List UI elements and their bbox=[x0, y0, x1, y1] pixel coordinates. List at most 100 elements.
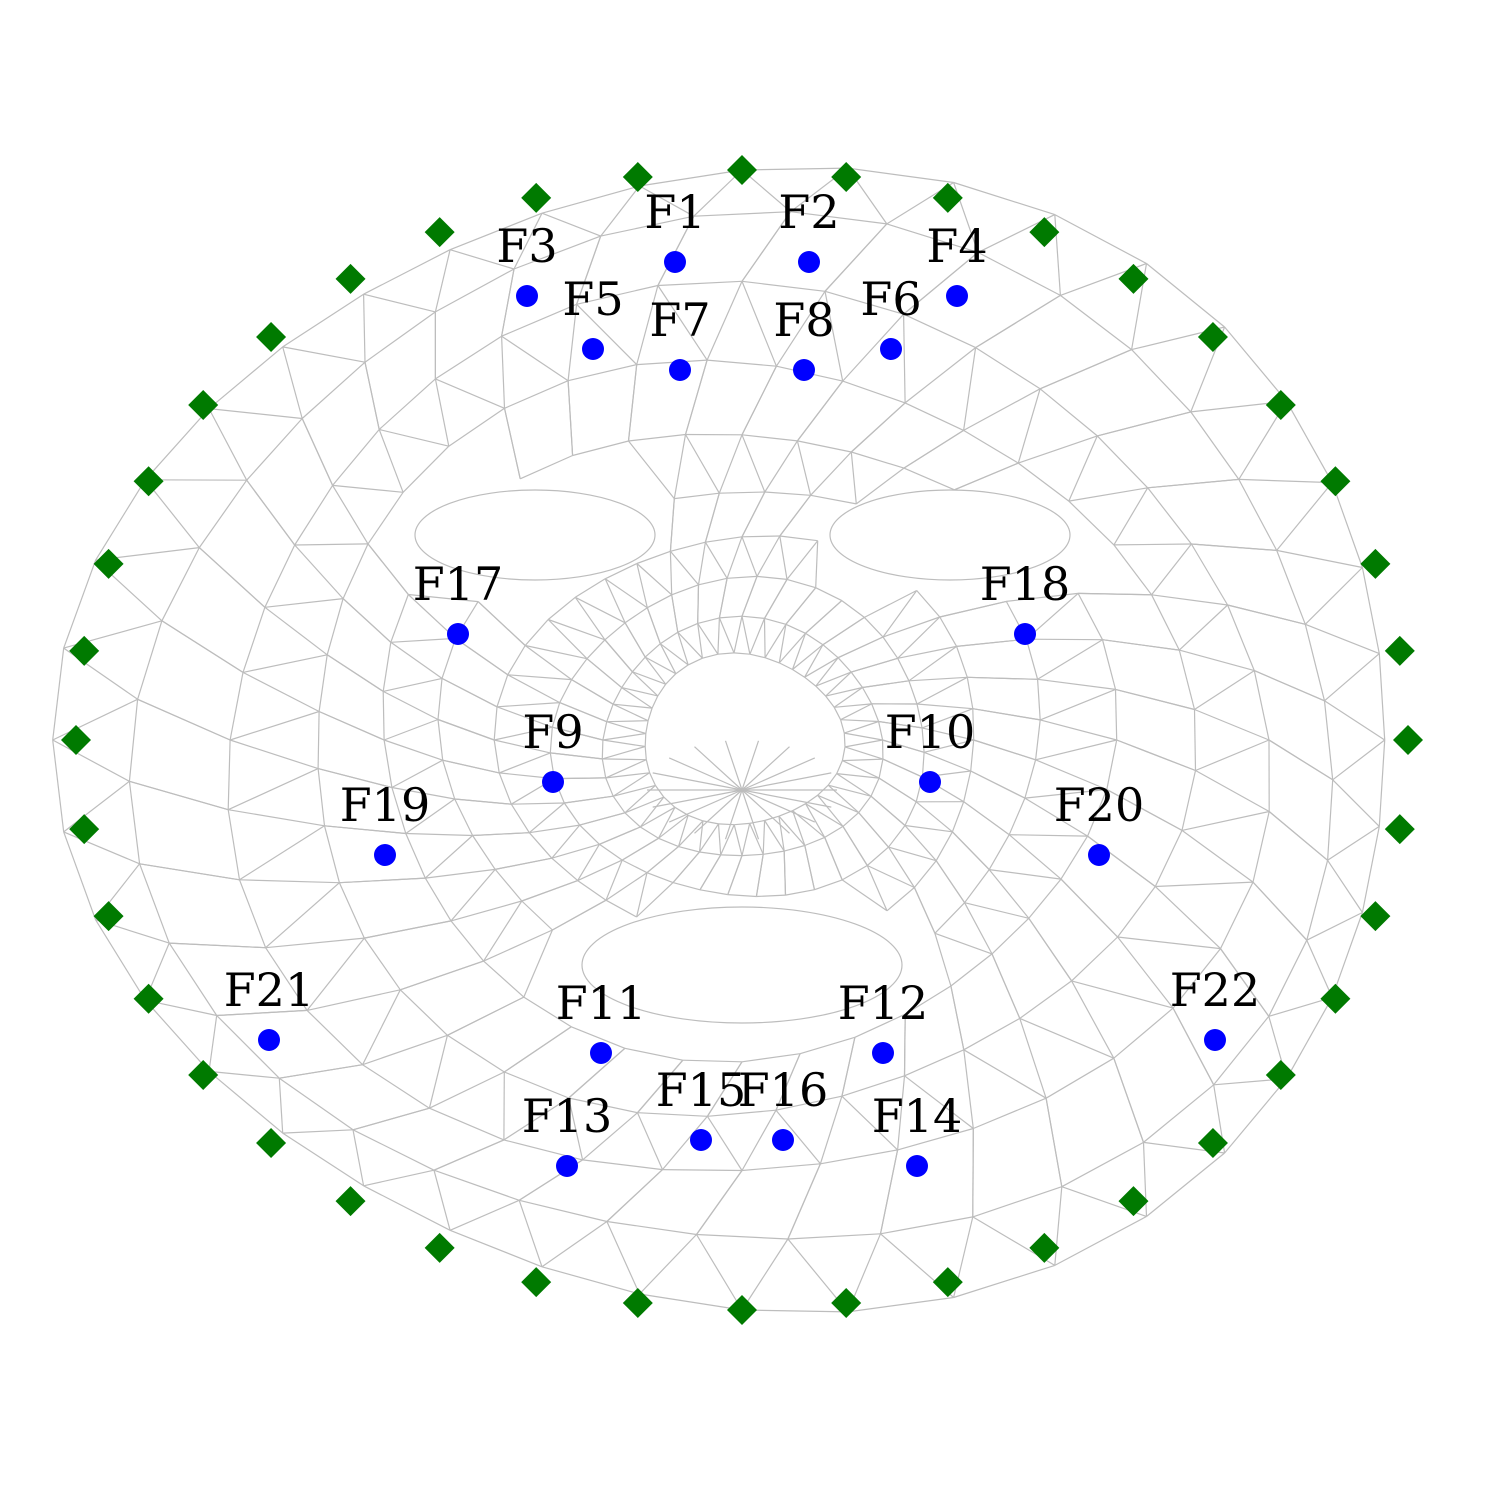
mesh-edge bbox=[621, 687, 653, 709]
mesh-edge bbox=[897, 1075, 906, 1150]
mesh-edge bbox=[649, 772, 656, 786]
mesh-edge bbox=[306, 989, 401, 1011]
mesh-edge bbox=[836, 773, 872, 797]
mesh-edge bbox=[882, 590, 918, 638]
mesh-edge bbox=[674, 806, 689, 816]
mesh-edge bbox=[1024, 797, 1088, 837]
mesh-edge bbox=[784, 844, 805, 852]
mesh-edge bbox=[677, 632, 689, 666]
mesh-edge bbox=[855, 467, 905, 505]
mesh-edge bbox=[586, 639, 606, 660]
boundary-node-marker bbox=[521, 182, 552, 213]
mesh-edge bbox=[707, 1109, 777, 1117]
mesh-edge bbox=[841, 746, 846, 761]
mesh-edge bbox=[670, 541, 706, 552]
mesh-edge bbox=[1101, 639, 1117, 690]
mesh-edge bbox=[318, 710, 385, 741]
mesh-edge bbox=[1054, 214, 1061, 296]
boundary-node-marker bbox=[256, 321, 287, 352]
mesh-edge bbox=[657, 807, 676, 839]
mesh-edge bbox=[651, 695, 659, 709]
mesh-edge bbox=[828, 784, 872, 797]
sensor-marker-f9 bbox=[542, 771, 564, 793]
mesh-edge bbox=[797, 440, 852, 453]
mesh-edge bbox=[904, 825, 937, 862]
mesh-edge bbox=[128, 699, 139, 782]
mesh-edge bbox=[741, 365, 777, 436]
mesh-edge bbox=[437, 719, 444, 761]
mesh-edge bbox=[862, 680, 909, 689]
mesh-edge bbox=[844, 720, 879, 734]
mesh-edge bbox=[613, 703, 653, 709]
mesh-edge bbox=[694, 789, 743, 834]
mesh-edge bbox=[216, 1009, 308, 1017]
mesh-edge bbox=[524, 645, 572, 681]
mesh-edge bbox=[448, 407, 505, 447]
mesh-edge bbox=[1332, 779, 1380, 827]
mesh-edge bbox=[227, 768, 319, 811]
mesh-edge bbox=[796, 380, 844, 442]
mesh-edge bbox=[720, 854, 743, 857]
mesh-edge bbox=[208, 1015, 218, 1072]
mesh-edge bbox=[229, 710, 320, 741]
mesh-edge bbox=[342, 598, 392, 643]
boundary-node-marker bbox=[932, 182, 963, 213]
mesh-edge bbox=[699, 823, 719, 853]
sensor-label-f18: F18 bbox=[980, 557, 1070, 611]
mesh-edge bbox=[1331, 912, 1363, 998]
mesh-edge bbox=[1253, 670, 1270, 741]
mesh-edge bbox=[317, 711, 320, 769]
sensor-label-f13: F13 bbox=[522, 1089, 612, 1143]
mesh-edge bbox=[494, 739, 551, 754]
mesh-edge bbox=[741, 740, 760, 791]
mesh-edge bbox=[726, 536, 743, 579]
mesh-edge bbox=[1146, 1152, 1225, 1217]
mesh-edge bbox=[842, 812, 860, 827]
mesh-edge bbox=[571, 679, 614, 705]
mesh-edge bbox=[879, 1149, 899, 1234]
sensor-marker-f13 bbox=[556, 1155, 578, 1177]
mesh-edge bbox=[613, 784, 656, 797]
mesh-edge bbox=[1324, 653, 1380, 702]
mesh-edge bbox=[644, 643, 661, 658]
mesh-edge bbox=[582, 1112, 638, 1161]
mesh-edge bbox=[265, 947, 308, 1011]
mesh-edge bbox=[870, 795, 906, 826]
mesh-edge bbox=[646, 846, 679, 874]
mesh-edge bbox=[741, 1309, 848, 1313]
mesh-edge bbox=[991, 953, 1021, 1019]
mesh-edge bbox=[437, 718, 495, 741]
mesh-edge bbox=[966, 677, 974, 709]
sensor-label-f21: F21 bbox=[224, 963, 314, 1017]
mesh-edge bbox=[621, 687, 658, 697]
mesh-edge bbox=[504, 1071, 569, 1099]
mesh-edge bbox=[756, 535, 781, 577]
mesh-edge bbox=[1045, 1057, 1115, 1099]
mesh-edge bbox=[693, 169, 743, 217]
mesh-edge bbox=[450, 869, 496, 922]
mesh-edge bbox=[903, 1014, 906, 1076]
mesh-edge bbox=[513, 212, 543, 270]
mesh-edge bbox=[972, 1128, 974, 1217]
mesh-edge bbox=[1019, 1018, 1047, 1099]
mesh-edge bbox=[559, 702, 607, 723]
mesh-edge bbox=[791, 633, 807, 670]
mesh-edge bbox=[362, 989, 401, 1065]
mesh-edge bbox=[964, 902, 1029, 919]
boundary-node-marker bbox=[622, 162, 653, 193]
mesh-edge bbox=[833, 687, 863, 708]
mesh-edge bbox=[317, 768, 393, 789]
mesh-edge bbox=[391, 759, 443, 789]
mesh-edge bbox=[644, 746, 647, 760]
mesh-edge bbox=[749, 618, 766, 655]
mesh-edge bbox=[1194, 708, 1270, 741]
mesh-edge bbox=[382, 642, 392, 692]
mesh-edge bbox=[1327, 859, 1363, 913]
boundary-node-marker bbox=[1393, 725, 1423, 755]
mesh-edge bbox=[916, 676, 968, 705]
mesh-edge bbox=[921, 752, 925, 778]
mesh-edge bbox=[605, 759, 647, 779]
mesh-edge bbox=[550, 752, 603, 760]
mesh-edge bbox=[324, 825, 406, 835]
mesh-edge bbox=[1323, 700, 1334, 780]
